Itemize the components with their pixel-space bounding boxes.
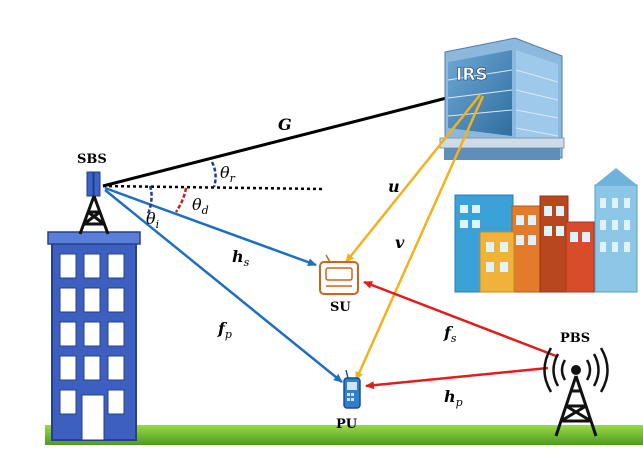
v-link-arrow xyxy=(354,95,485,381)
u-channel-label: u xyxy=(388,177,400,196)
hp-channel-label: hp xyxy=(444,387,463,409)
sbs-building-icon xyxy=(47,231,141,441)
u-link-arrow xyxy=(345,94,481,263)
theta-d-arc xyxy=(174,187,188,213)
fs-link-arrow xyxy=(363,280,557,358)
hs-channel-label: hs xyxy=(232,247,250,269)
v-channel-label: v xyxy=(395,233,405,252)
pbs-tower-icon xyxy=(543,347,609,437)
theta-i-arc xyxy=(146,185,153,215)
fs-channel-label: fs xyxy=(443,323,457,345)
irs-label: IRS xyxy=(456,65,488,85)
irs-building-icon xyxy=(439,37,565,160)
hs-link-arrow xyxy=(104,186,317,267)
g-channel-label: G xyxy=(278,115,292,134)
sbs-label: SBS xyxy=(77,152,107,167)
fp-link-arrow xyxy=(104,189,343,383)
pbs-label: PBS xyxy=(560,331,590,346)
pu-label: PU xyxy=(336,417,358,432)
theta-r-label: θr xyxy=(220,163,236,185)
sbs-tower-icon xyxy=(78,171,110,235)
theta-r-arc xyxy=(210,161,217,188)
ground xyxy=(45,425,643,445)
pu-device-icon xyxy=(343,369,361,409)
su-label: SU xyxy=(330,300,351,315)
fp-channel-label: fp xyxy=(217,319,232,341)
city-buildings-icon xyxy=(454,168,638,293)
reference-line xyxy=(102,184,323,191)
hp-link-arrow xyxy=(365,366,549,390)
theta-i-label: θi xyxy=(146,209,159,231)
su-device-icon xyxy=(319,254,359,295)
g-link-arrow xyxy=(102,89,475,188)
theta-d-label: θd xyxy=(192,195,209,217)
